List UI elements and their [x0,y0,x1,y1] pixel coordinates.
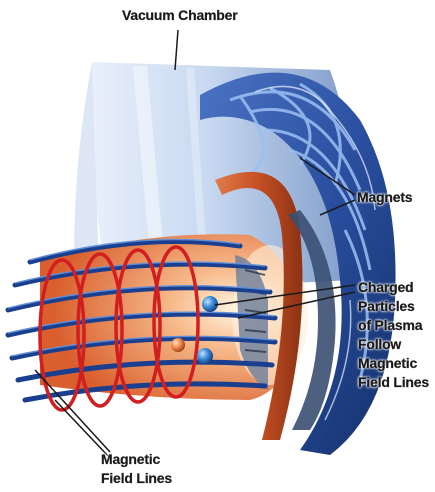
label-magnets: Magnets [357,188,412,207]
particle-blue-lower [197,348,213,364]
label-vacuum-chamber: Vacuum Chamber [122,6,237,25]
particle-orange [171,338,185,352]
particle-blue-upper [202,296,218,312]
label-magnetic-field-lines: Magnetic Field Lines [101,450,172,488]
label-charged-particles: Charged Particles of Plasma Follow Magne… [358,278,429,392]
